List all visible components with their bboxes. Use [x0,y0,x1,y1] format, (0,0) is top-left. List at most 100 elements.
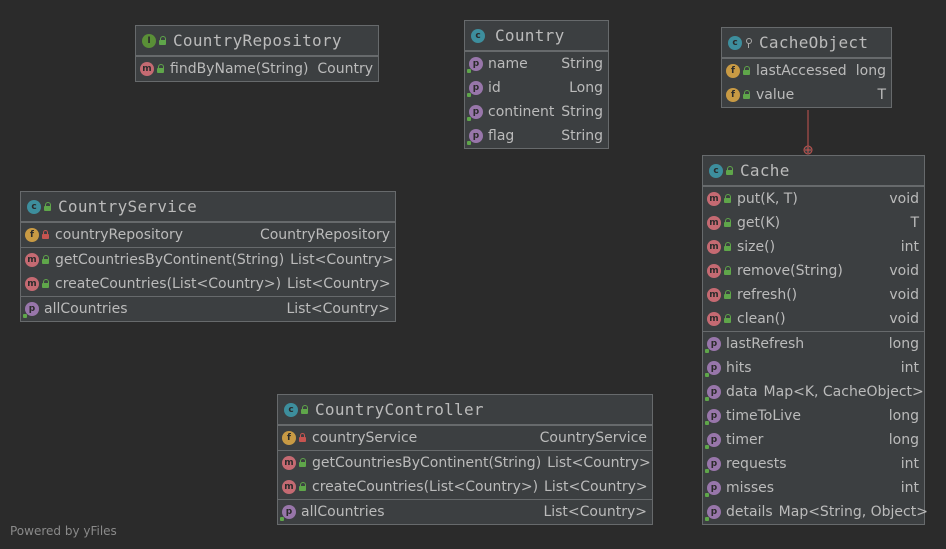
member-row[interactable]: f countryRepository CountryRepository [21,223,395,247]
field-icon: f [25,228,39,242]
member-name: clean() [737,311,786,327]
member-name: id [488,80,501,96]
property-icon: p [280,505,296,521]
member-row[interactable]: p data Map<K, CacheObject> [703,380,924,404]
member-row[interactable]: p id Long [465,76,608,100]
public-lock-icon [723,194,732,204]
member-name: misses [726,480,775,496]
public-lock-icon [156,64,165,74]
method-icon: m [25,253,39,267]
class-node-country-controller[interactable]: c CountryController f countryService Cou… [277,394,653,525]
public-lock-icon [43,201,52,212]
member-name: lastRefresh [726,336,805,352]
member-name: value [756,87,795,103]
field-icon: f [726,64,740,78]
property-icon: p [705,457,721,473]
class-header[interactable]: c Country [465,21,608,51]
class-title: CountryService [58,197,198,216]
member-type: String [561,128,603,144]
public-lock-icon [725,165,734,176]
properties-section: p lastRefresh long p hits int p data Map… [703,331,928,524]
class-node-cache[interactable]: c Cache m put(K, T) void m get(K) T m si… [702,155,928,525]
key-icon [744,37,753,48]
member-row[interactable]: m findByName(String) Country [136,57,378,81]
powered-by-footer: Powered by yFiles [10,524,117,538]
public-lock-icon [742,66,751,76]
class-node-country-repository[interactable]: I CountryRepository m findByName(String)… [135,25,379,82]
member-type: int [900,456,919,472]
member-type: long [888,432,919,448]
member-row[interactable]: m put(K, T) void [703,187,924,211]
class-header[interactable]: c CacheObject [722,28,891,58]
method-icon: m [707,216,721,230]
public-lock-icon [723,242,732,252]
member-row[interactable]: p allCountries List<Country> [21,297,395,321]
public-lock-icon [723,290,732,300]
member-type: List<Country> [290,252,394,268]
class-node-country-service[interactable]: c CountryService f countryRepository Cou… [20,191,396,322]
member-row[interactable]: p name String [465,52,608,76]
class-node-country[interactable]: c Country p name String p id Long p cont… [464,20,609,149]
member-row[interactable]: m createCountries(List<Country>) List<Co… [21,272,395,296]
member-row[interactable]: p timeToLive long [703,404,924,428]
member-row[interactable]: m get(K) T [703,211,924,235]
member-name: details [726,504,773,520]
member-row[interactable]: p allCountries List<Country> [278,500,652,524]
method-icon: m [282,480,296,494]
member-row[interactable]: p flag String [465,124,608,148]
class-header[interactable]: c Cache [703,156,924,186]
member-row[interactable]: m remove(String) void [703,259,924,283]
class-header[interactable]: c CountryService [21,192,395,222]
member-row[interactable]: m refresh() void [703,283,924,307]
public-lock-icon [723,266,732,276]
class-header[interactable]: I CountryRepository [136,26,378,56]
member-type: long [888,408,919,424]
member-name: countryRepository [55,227,183,243]
public-lock-icon [41,255,50,265]
private-lock-icon [298,433,307,443]
property-icon: p [467,105,483,121]
properties-section: p allCountries List<Country> [278,499,652,524]
member-row[interactable]: m getCountriesByContinent(String) List<C… [278,451,652,475]
methods-section: m getCountriesByContinent(String) List<C… [21,247,395,296]
member-row[interactable]: p misses int [703,476,924,500]
method-icon: m [707,288,721,302]
class-node-cache-object[interactable]: c CacheObject f lastAccessed long f valu… [721,27,892,108]
private-lock-icon [41,230,50,240]
public-lock-icon [723,218,732,228]
member-type: T [910,215,919,231]
member-row[interactable]: p continent String [465,100,608,124]
public-lock-icon [300,404,309,415]
member-type: CountryService [539,430,647,446]
class-icon: c [728,35,742,50]
member-row[interactable]: m size() int [703,235,924,259]
member-type: Map<K, CacheObject> [763,384,924,400]
property-icon: p [705,409,721,425]
fields-section: f countryRepository CountryRepository [21,222,395,247]
member-row[interactable]: p timer long [703,428,924,452]
class-icon: c [471,28,485,43]
member-type: Long [569,80,603,96]
properties-section: p name String p id Long p continent Stri… [465,51,608,148]
member-type: Map<String, Object> [778,504,928,520]
member-type: void [889,287,919,303]
member-row[interactable]: f lastAccessed long [722,59,891,83]
member-row[interactable]: m createCountries(List<Country>) List<Co… [278,475,652,499]
method-icon: m [140,62,154,76]
member-name: countryService [312,430,418,446]
public-lock-icon [298,482,307,492]
member-row[interactable]: p requests int [703,452,924,476]
properties-section: p allCountries List<Country> [21,296,395,321]
member-row[interactable]: p details Map<String, Object> [703,500,928,524]
methods-section: m getCountriesByContinent(String) List<C… [278,450,652,499]
member-row[interactable]: m clean() void [703,307,924,331]
field-icon: f [282,431,296,445]
member-row[interactable]: f countryService CountryService [278,426,652,450]
member-name: allCountries [301,504,385,520]
member-row[interactable]: f value T [722,83,891,107]
member-type: List<Country> [543,504,647,520]
member-row[interactable]: m getCountriesByContinent(String) List<C… [21,248,395,272]
member-row[interactable]: p lastRefresh long [703,332,924,356]
member-row[interactable]: p hits int [703,356,924,380]
class-header[interactable]: c CountryController [278,395,652,425]
